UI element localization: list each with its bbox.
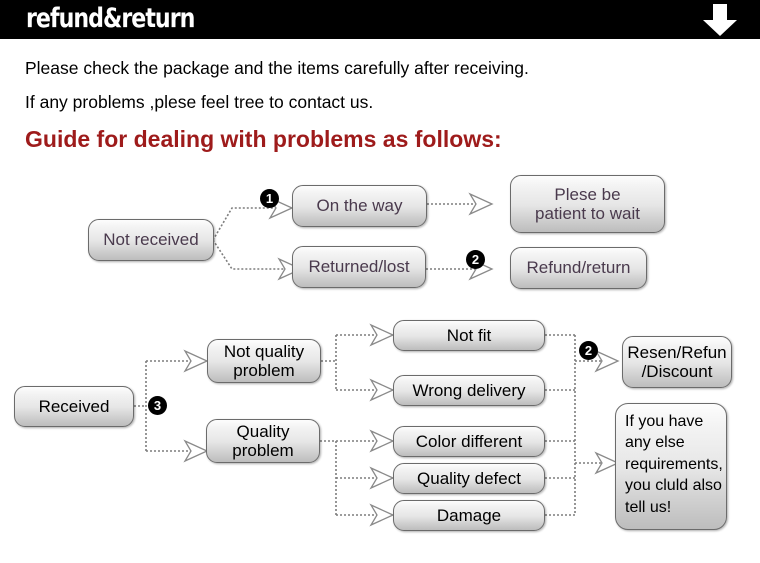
node-resend-refund-discount-line-2: /Discount <box>641 362 713 381</box>
node-not-quality-problem-line-2: problem <box>233 361 295 380</box>
intro-line-2: If any problems ,plese feel tree to cont… <box>25 92 374 112</box>
header-bar: refund&return <box>0 0 760 39</box>
bullet-two-top: 2 <box>466 250 485 269</box>
bullet-three: 3 <box>148 396 167 415</box>
page-title: refund&return <box>26 3 195 34</box>
node-please-be-patient-line-1: Plese be <box>554 184 621 204</box>
node-quality-problem-line-1: Quality <box>236 421 290 441</box>
node-not-quality-problem-line-1: Not quality <box>223 341 305 361</box>
node-quality-problem-line-2: problem <box>232 441 294 460</box>
bullet-two-bottom: 2 <box>579 341 598 360</box>
node-quality-problem[interactable]: Quality problem <box>206 419 320 463</box>
node-please-be-patient[interactable]: Plese be patient to wait <box>510 175 665 233</box>
node-resend-refund-discount[interactable]: Resen/Refun /Discount <box>622 336 732 388</box>
node-not-received[interactable]: Not received <box>88 219 214 261</box>
node-else-requirements[interactable]: If you have any else requirements, you c… <box>615 403 727 530</box>
intro-line-1: Please check the package and the items c… <box>25 58 529 78</box>
guide-heading: Guide for dealing with problems as follo… <box>25 126 502 152</box>
node-refund-return[interactable]: Refund/return <box>510 247 647 289</box>
bullet-one: 1 <box>260 189 279 208</box>
node-not-fit[interactable]: Not fit <box>393 320 545 351</box>
node-please-be-patient-line-2: patient to wait <box>535 204 640 223</box>
node-returned-lost[interactable]: Returned/lost <box>292 246 426 288</box>
node-resend-refund-discount-line-1: Resen/Refun <box>627 342 727 362</box>
node-received[interactable]: Received <box>14 386 134 427</box>
node-on-the-way[interactable]: On the way <box>292 185 427 227</box>
down-arrow-icon <box>703 4 737 36</box>
node-damage[interactable]: Damage <box>393 500 545 531</box>
node-quality-defect[interactable]: Quality defect <box>393 463 545 494</box>
node-not-quality-problem[interactable]: Not quality problem <box>207 339 321 383</box>
node-wrong-delivery[interactable]: Wrong delivery <box>393 375 545 406</box>
node-color-different[interactable]: Color different <box>393 426 545 457</box>
